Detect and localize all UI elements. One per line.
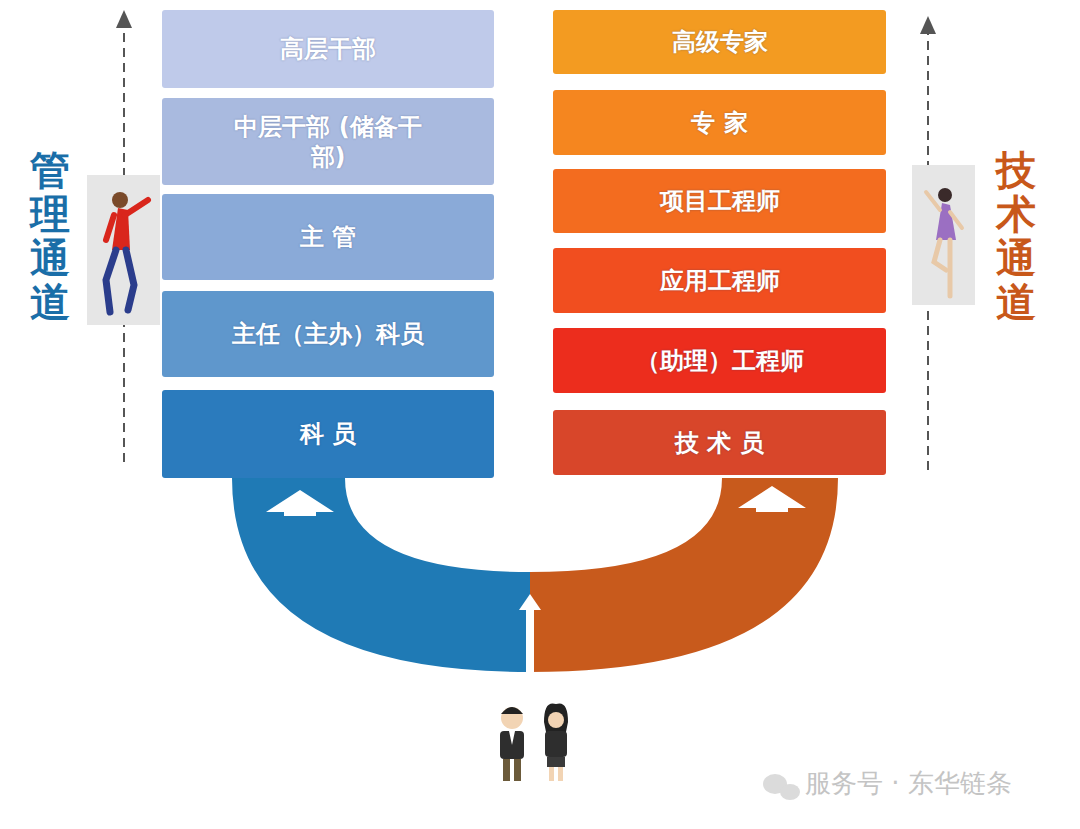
management-level-box: 主 管 [162, 194, 494, 280]
level-title: 应用工程师 [650, 262, 790, 300]
level-title: 主 管 [290, 218, 366, 256]
level-title: 主任（主办）科员 [222, 315, 434, 353]
up-arrow [738, 486, 806, 512]
level-title: 项目工程师 [650, 182, 790, 220]
technical-level-box: 高级专家 [553, 10, 886, 74]
level-title: （助理）工程师 [626, 342, 814, 380]
management-level-box: 主任（主办）科员 [162, 291, 494, 377]
channel-title: 技术通道 [996, 148, 1036, 324]
technical-level-box: 应用工程师 [553, 248, 886, 313]
technical-level-box: 项目工程师 [553, 169, 886, 233]
level-title: 高层干部 [270, 30, 386, 68]
watermark-icon [763, 774, 800, 800]
management-path [232, 478, 530, 672]
technical-path [530, 478, 838, 672]
figure-panel [912, 165, 975, 305]
up-arrow [526, 606, 534, 672]
level-title: 科 员 [290, 415, 366, 453]
level-title: 技 术 员 [665, 424, 774, 462]
watermark: 服务号 · 东华链条 [805, 766, 1012, 801]
level-title: 高级专家 [662, 23, 778, 61]
figure-panel [87, 175, 160, 325]
technical-level-box: 专 家 [553, 90, 886, 155]
management-level-box: 科 员 [162, 390, 494, 478]
channel-title: 管理通道 [30, 148, 70, 324]
level-title: 中层干部 (储备干部) [218, 108, 438, 176]
technical-level-box: （助理）工程师 [553, 328, 886, 393]
technical-level-box: 技 术 员 [553, 410, 886, 475]
management-level-box: 中层干部 (储备干部) [162, 98, 494, 185]
management-level-box: 高层干部 [162, 10, 494, 88]
employee-man [500, 707, 524, 781]
climbing-man [106, 192, 148, 312]
up-arrow [266, 490, 334, 516]
up-arrow [519, 594, 541, 610]
climbing-woman [926, 188, 962, 296]
employee-woman [544, 703, 568, 781]
level-title: 专 家 [681, 104, 757, 142]
